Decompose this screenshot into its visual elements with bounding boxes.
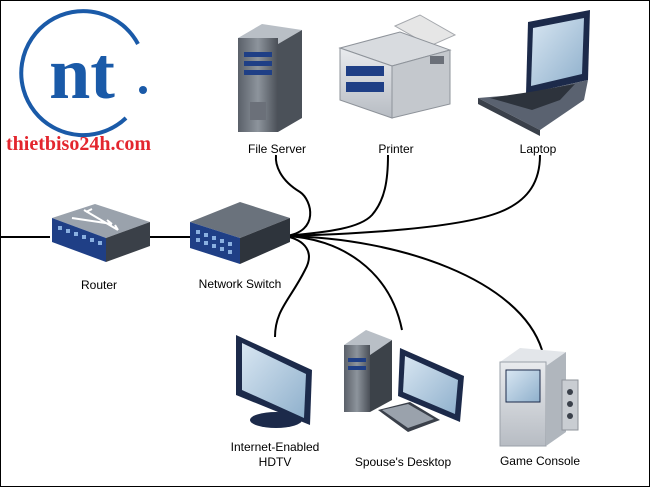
label-game-console: Game Console [499, 454, 581, 468]
router-ports [58, 226, 102, 245]
cable-laptop [284, 154, 541, 237]
label-hdtv-line1: Internet-Enabled [230, 440, 320, 454]
logo-arc [19, 9, 140, 138]
cable-printer [284, 154, 389, 237]
printer-icon [338, 14, 457, 119]
logo-letters: nt [49, 33, 115, 115]
desktop-icon [344, 330, 464, 432]
router-icon [52, 204, 150, 262]
switch-icon [190, 202, 290, 264]
laptop-icon [478, 10, 590, 136]
logo: nt [19, 9, 147, 138]
label-printer: Printer [378, 142, 414, 156]
hdtv-icon [236, 335, 312, 428]
label-network-switch: Network Switch [198, 277, 282, 291]
label-router: Router [80, 278, 118, 292]
logo-dot [139, 86, 147, 94]
cable-file-server [274, 154, 312, 237]
switch-ports [196, 230, 232, 254]
label-spouse-desktop: Spouse's Desktop [354, 455, 452, 469]
cable-spouse [284, 235, 403, 331]
file-server-icon [238, 24, 302, 132]
label-file-server: File Server [247, 142, 306, 156]
label-laptop: Laptop [519, 142, 557, 156]
label-hdtv-line2: HDTV [258, 455, 292, 469]
cable-hdtv [274, 235, 310, 338]
cable-console [284, 235, 543, 351]
game-console-icon [499, 348, 579, 447]
brand-text: thietbiso24h.com [6, 133, 151, 155]
cables [0, 154, 543, 351]
